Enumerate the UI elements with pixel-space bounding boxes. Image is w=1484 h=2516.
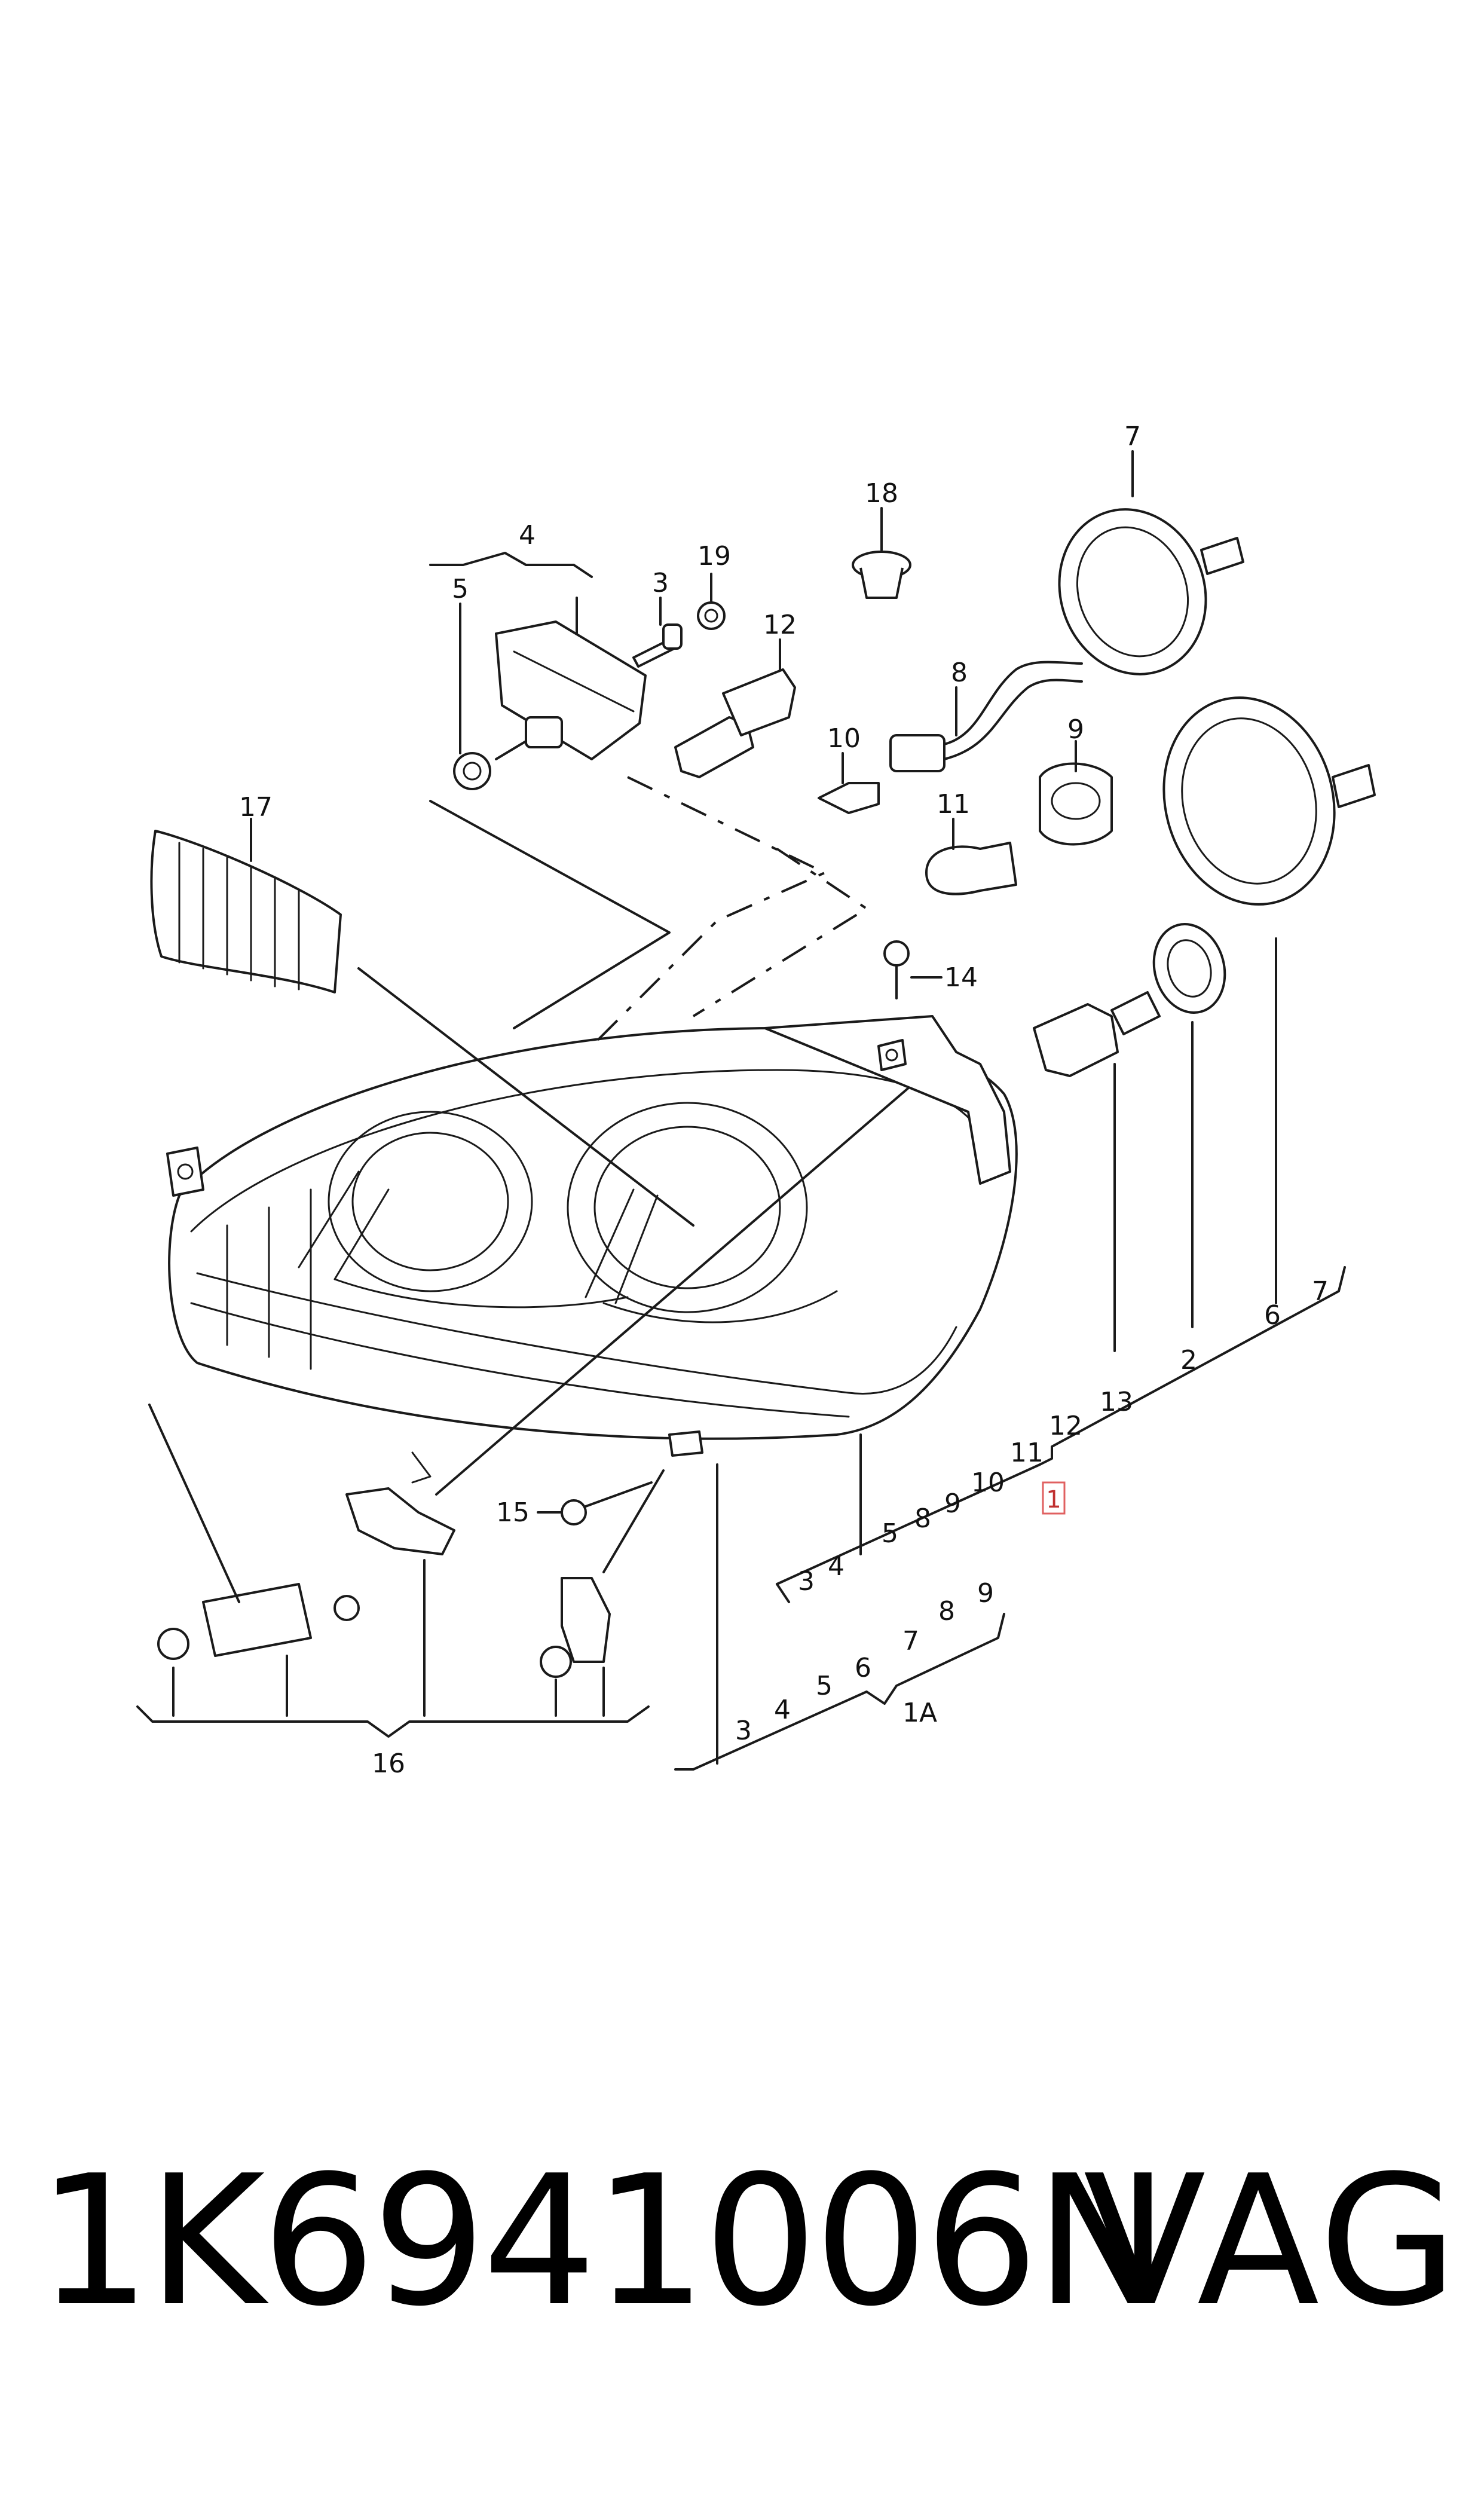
part-16-brackets: [136, 1404, 665, 1738]
seq-1A-8: 8: [938, 1596, 955, 1627]
part-7-cover: [1058, 450, 1244, 675]
seq-main-13: 13: [1100, 1387, 1133, 1417]
callout-4: 4: [519, 520, 536, 551]
seq-main-6: 6: [1264, 1300, 1281, 1331]
seq-main-11: 11: [1010, 1438, 1044, 1468]
callout-11-top: 11: [937, 789, 970, 820]
footer: 1K6941006N VAG: [0, 2128, 1484, 2355]
brand-label: VAG: [1083, 2137, 1460, 2346]
part-4-leveling-motor: [429, 552, 647, 790]
seq-main-3: 3: [798, 1566, 815, 1597]
callout-14: 14: [944, 962, 978, 993]
seq-1A-9: 9: [977, 1578, 994, 1609]
part-10-small-bulb: [818, 752, 880, 814]
callout-labels: 4 5 3 19 12 18 7 8 9 10 11 17 14 15 16 3…: [239, 421, 1329, 1779]
assembly-guide-lines: [357, 776, 910, 1496]
callout-1A: 1A: [902, 1698, 937, 1728]
callout-1: 1: [1046, 1486, 1061, 1514]
part-2-cap: [1152, 923, 1226, 1328]
part-8-wiring: [889, 661, 1083, 772]
seq-main-5: 5: [882, 1518, 898, 1549]
part-11-indicator-bulb: [925, 818, 1017, 895]
seq-main-12: 12: [1049, 1411, 1082, 1441]
assembly-leader-lines: [674, 1266, 1346, 1771]
callout-5: 5: [452, 574, 469, 604]
part-9-bulb-socket: [1039, 740, 1113, 846]
seq-main-8: 8: [914, 1503, 931, 1534]
callout-19: 19: [697, 541, 731, 571]
part-6-cover: [1162, 696, 1376, 1304]
part-14-screw: [883, 940, 943, 999]
seq-1A-6: 6: [855, 1653, 871, 1683]
seq-main-4: 4: [828, 1551, 844, 1582]
callout-18: 18: [865, 478, 898, 509]
callout-16: 16: [372, 1748, 405, 1779]
part-number: 1K6941006N: [37, 2137, 1169, 2346]
callout-10-top: 10: [827, 723, 861, 754]
seq-main-7: 7: [1312, 1276, 1329, 1307]
callout-7-top: 7: [1124, 421, 1141, 452]
part-17-lens-sheet: [150, 818, 342, 993]
seq-1A-3: 3: [735, 1716, 752, 1746]
callout-1-box: [1042, 1481, 1066, 1515]
seq-main-2: 2: [1180, 1345, 1197, 1375]
part-3-screw: [632, 573, 726, 668]
callout-17: 17: [239, 792, 273, 823]
callout-15: 15: [496, 1497, 530, 1528]
seq-main-10: 10: [971, 1468, 1005, 1498]
callout-8-top: 8: [951, 658, 968, 688]
seq-main-9: 9: [944, 1488, 961, 1519]
part-15-screw: [537, 1481, 653, 1526]
callout-3: 3: [652, 568, 669, 598]
part-12-bulb: [674, 638, 796, 778]
headlight-housing: [166, 1015, 1018, 1457]
seq-1A-5: 5: [816, 1671, 833, 1701]
seq-1A-4: 4: [774, 1695, 791, 1725]
part-18-cap: [852, 507, 911, 599]
callout-9-top: 9: [1067, 714, 1084, 745]
seq-1A-7: 7: [902, 1626, 919, 1656]
part-13-bulb: [1033, 991, 1161, 1352]
callout-12-top: 12: [763, 610, 797, 640]
